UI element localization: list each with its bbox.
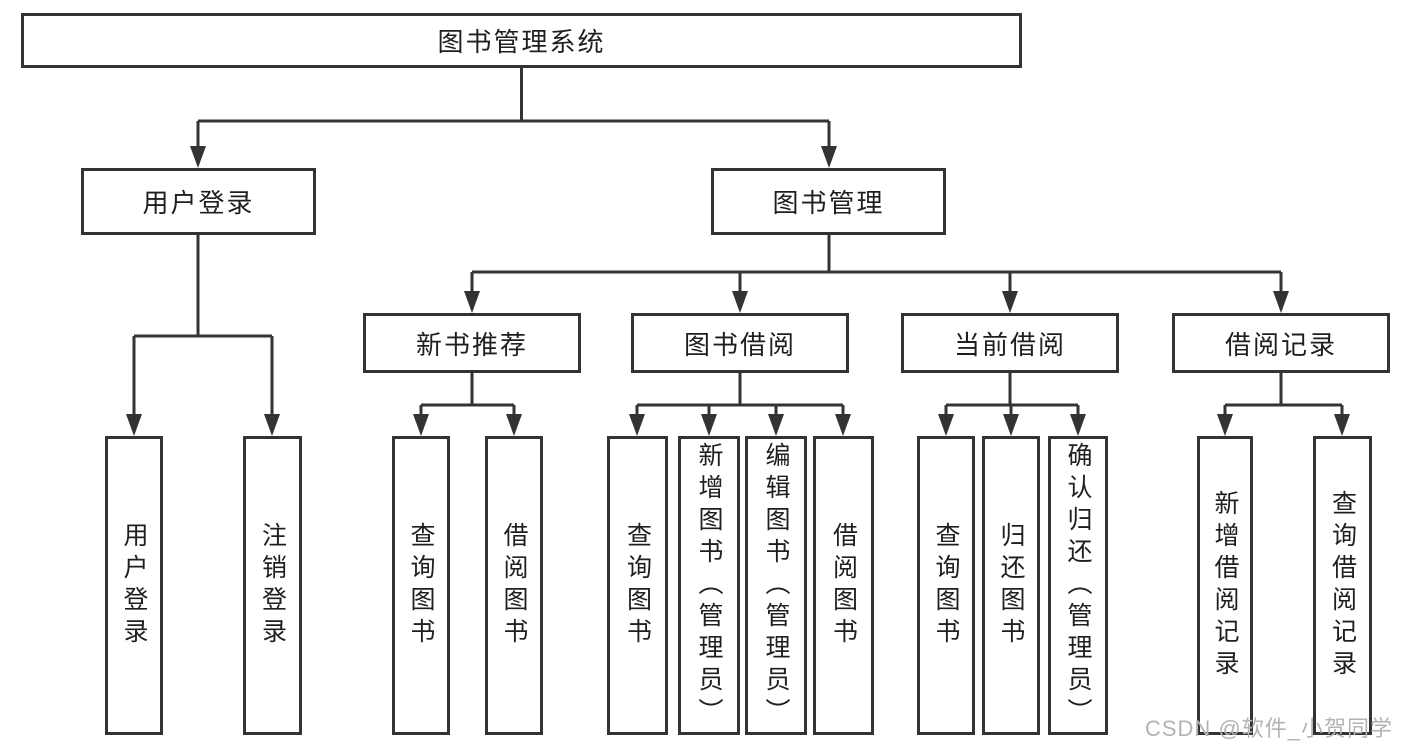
node-book-management: 图书管理 (711, 168, 946, 235)
csdn-watermark: CSDN @软件_小贺同学 (1144, 716, 1393, 741)
leaf-borrow-books: 借阅图书 (813, 436, 874, 735)
node-borrow-records: 借阅记录 (1172, 313, 1390, 373)
leaf-borrow-books-recommend: 借阅图书 (485, 436, 543, 735)
leaf-query-borrow-record: 查询借阅记录 (1313, 436, 1372, 735)
node-book-borrow: 图书借阅 (631, 313, 849, 373)
leaf-query-books-borrow: 查询图书 (607, 436, 668, 735)
leaf-logout: 注销登录 (243, 436, 302, 735)
arrowheads (126, 146, 1350, 436)
leaf-query-books-recommend: 查询图书 (392, 436, 450, 735)
leaf-user-login: 用户登录 (105, 436, 163, 735)
leaf-return-books: 归还图书 (982, 436, 1040, 735)
connector-strokes (132, 68, 1344, 416)
node-root-system: 图书管理系统 (21, 13, 1022, 68)
leaf-add-books-admin: 新增图书（管理员） (678, 436, 740, 735)
leaf-query-books-current: 查询图书 (917, 436, 975, 735)
node-current-borrow: 当前借阅 (901, 313, 1119, 373)
node-new-book-recommend: 新书推荐 (363, 313, 581, 373)
leaf-edit-books-admin: 编辑图书（管理员） (745, 436, 807, 735)
leaf-confirm-return-admin: 确认归还（管理员） (1048, 436, 1108, 735)
node-user-login: 用户登录 (81, 168, 316, 235)
leaf-add-borrow-record: 新增借阅记录 (1197, 436, 1253, 735)
